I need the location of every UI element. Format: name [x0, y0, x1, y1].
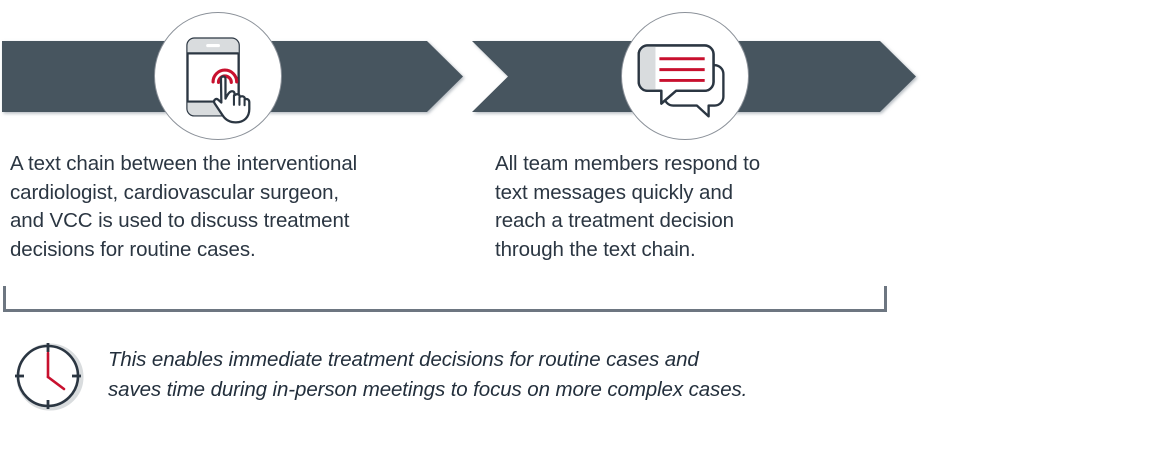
step-1-line-3: and VCC is used to discuss treatment: [10, 209, 350, 232]
step-2-line-1: All team members respond to: [495, 152, 761, 175]
phone-tap-icon: [186, 37, 251, 124]
step-2-description: All team members respond to text message…: [495, 150, 855, 264]
outcome-line-2: saves time during in-person meetings to …: [108, 378, 748, 401]
step-1-icon-circle: [154, 12, 282, 140]
step-2-line-2: text messages quickly and: [495, 180, 733, 204]
step-1-description: A text chain between the interventional …: [10, 150, 465, 264]
step-1-line-2: cardiologist, cardiovascular surgeon,: [10, 180, 340, 204]
outcome-line-1: This enables immediate treatment decisio…: [108, 348, 699, 371]
step-1-line-1: A text chain between the interventional: [10, 152, 358, 175]
clock-icon: [15, 343, 84, 411]
step-2-icon-circle: [621, 12, 749, 140]
step-2-line-4: through the text chain.: [495, 237, 696, 261]
outcome-note: This enables immediate treatment decisio…: [108, 345, 938, 405]
step-1-line-4: decisions for routine cases.: [10, 237, 256, 261]
step-2-line-3: reach a treatment decision: [495, 209, 734, 232]
summary-bracket: [3, 286, 887, 312]
chat-bubbles-icon: [637, 44, 725, 118]
